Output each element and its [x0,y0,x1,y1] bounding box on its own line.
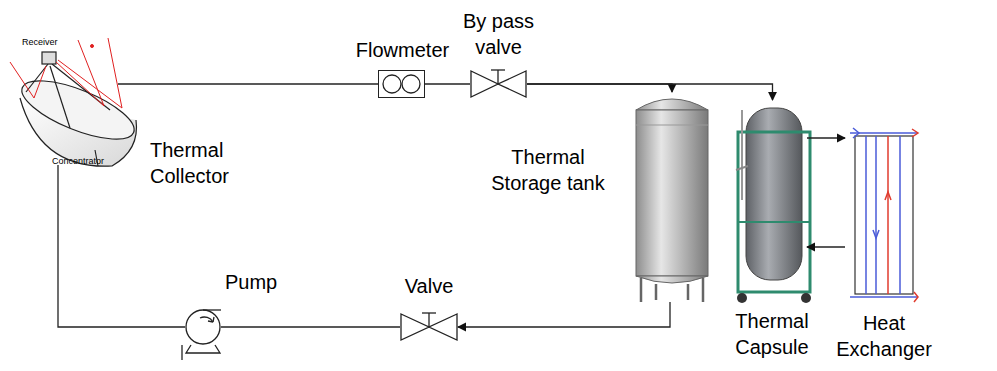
pipe-connector [527,84,773,100]
exchanger-node: Heat Exchanger [843,126,925,302]
component-label: Heat Exchanger [827,310,941,362]
component-label: Thermal Capsule [722,308,822,360]
pipe-connector [425,83,470,84]
pump-node: Pump [185,309,221,345]
part-label: Receiver [22,38,58,48]
capsule-node: Thermal Capsule [730,100,815,305]
valve-node: By pass valve [470,70,527,98]
thermal-capsule [736,108,811,303]
pipe-connector [527,84,672,92]
pump-symbol [182,310,221,360]
pipe-connector [807,137,845,138]
component-label: By pass valve [452,8,545,60]
heat-exchanger [850,128,918,302]
pipe-connector [807,246,845,247]
valve-symbol [471,70,526,97]
solar-dish [15,52,141,166]
valve-symbol [401,313,457,340]
pipe-connector [458,302,670,327]
sun-rays [10,38,122,108]
valve-node: Valve [400,313,458,341]
collector-node: Thermal Collector [10,45,118,165]
flowmeter-node: Flowmeter [378,70,425,98]
pipe-connector [221,326,400,327]
component-label: Thermal Storage tank [480,144,616,196]
pipe-connector [58,165,185,327]
component-label: Flowmeter [339,37,466,63]
component-label: Pump [225,269,295,295]
component-label: Valve [394,273,464,299]
storage-tank [636,99,708,302]
part-label: Concentrator [52,157,104,167]
tank-node: Thermal Storage tank [632,92,712,302]
component-label: Thermal Collector [150,137,260,189]
flowmeter-symbol [383,75,420,93]
pipe-connector [118,83,378,84]
